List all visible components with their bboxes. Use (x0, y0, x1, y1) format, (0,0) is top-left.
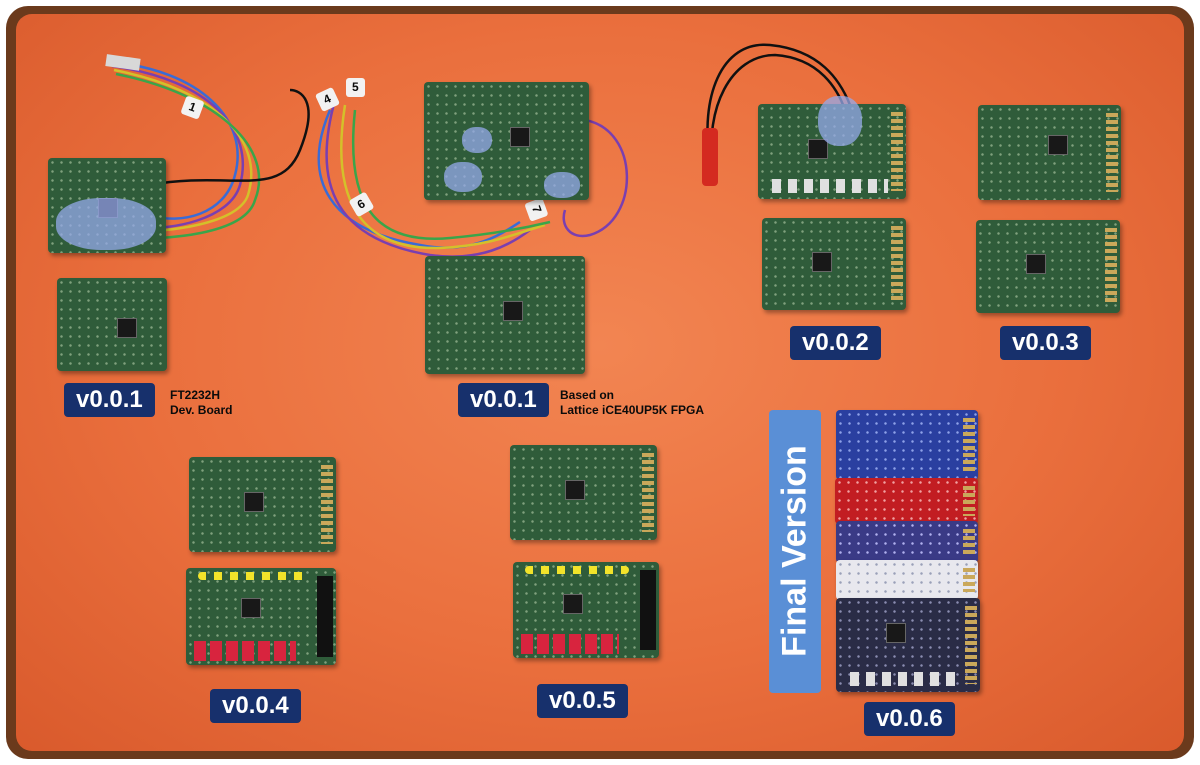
pcb-v001-fpga-bare (425, 256, 585, 374)
label-v001-fpga: v0.0.1 (458, 383, 549, 417)
note-v001-ft2232h-line1: FT2232H (170, 388, 221, 402)
pcb-v004-assembled (186, 568, 336, 665)
label-v002: v0.0.2 (790, 326, 881, 360)
pcb-v005-bare (510, 445, 657, 540)
pcb-v006-red (835, 478, 978, 524)
pcb-v006-black (836, 598, 980, 692)
pcb-v003-bare (976, 220, 1120, 313)
pcb-v005-assembled (513, 562, 659, 658)
note-v001-ft2232h-line2: Dev. Board (170, 403, 233, 417)
label-v005: v0.0.5 (537, 684, 628, 718)
label-v001-ft2232h: v0.0.1 (64, 383, 155, 417)
pcb-v003-assembled (978, 105, 1121, 200)
pcb-v004-bare (189, 457, 336, 552)
pcb-v006-purple (836, 521, 978, 563)
pcb-v001-ft2232h-bare (57, 278, 167, 371)
pcb-v001-fpga-assembled (424, 82, 589, 200)
label-v004: v0.0.4 (210, 689, 301, 723)
final-version-text: Final Version (775, 445, 814, 657)
final-version-banner: Final Version (769, 410, 821, 693)
pcb-v002-assembled (758, 96, 906, 199)
note-v001-fpga-line2: Lattice iCE40UP5K FPGA (560, 403, 705, 417)
pcb-v006-white (836, 560, 978, 600)
label-v003: v0.0.3 (1000, 326, 1091, 360)
note-v001-fpga-line1: Based on (560, 388, 615, 402)
pcb-v002-bare (762, 218, 906, 310)
pcb-v001-ft2232h-assembled (48, 158, 166, 253)
pcb-v006-blue (836, 410, 978, 480)
wire-tag-5: 5 (346, 78, 365, 97)
label-v006: v0.0.6 (864, 702, 955, 736)
